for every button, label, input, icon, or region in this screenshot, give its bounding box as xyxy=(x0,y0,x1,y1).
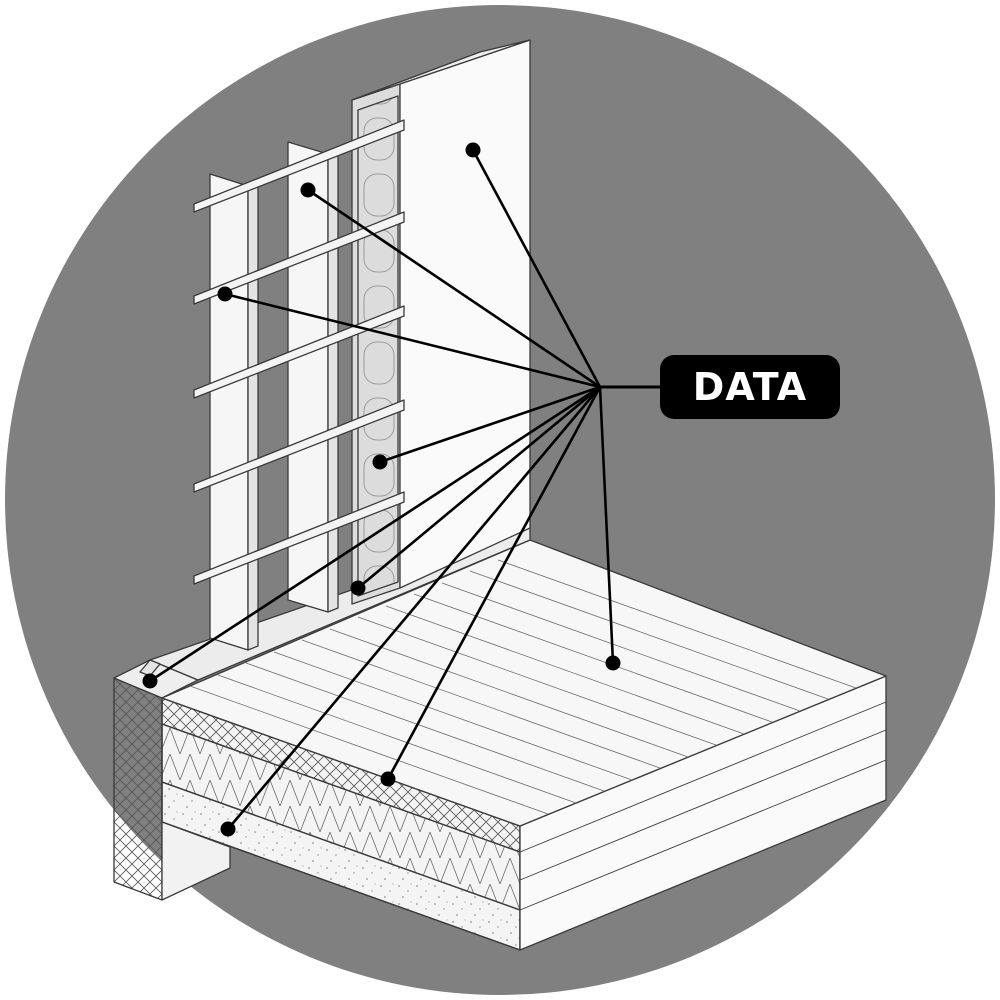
callout-leaders xyxy=(149,149,615,830)
callout-furring-strip-marker xyxy=(217,286,233,302)
callout-stud-marker xyxy=(300,182,316,198)
deck-board-lines xyxy=(189,559,857,815)
construction-assembly xyxy=(113,39,887,951)
data-label-text: DATA xyxy=(692,365,808,409)
callout-membrane-layer-leader xyxy=(386,386,602,780)
callout-sill-edge-leader xyxy=(149,385,601,683)
insulation-core xyxy=(357,95,399,597)
furring-strips xyxy=(193,119,405,585)
callout-slab-base-leader xyxy=(227,386,601,830)
callout-stud-leader xyxy=(307,188,601,389)
callout-sill-edge-marker xyxy=(142,673,158,689)
footing-front xyxy=(161,821,231,901)
foundation-wall xyxy=(113,677,163,901)
floor-deck-surface xyxy=(161,539,887,827)
callout-markers xyxy=(142,142,621,837)
data-label-badge: DATA xyxy=(660,355,840,419)
callout-insulation-core-marker xyxy=(372,454,388,470)
wall-panel-top xyxy=(351,39,531,101)
callout-floor-decking-marker xyxy=(605,655,621,671)
callout-wall-board-face-marker xyxy=(465,142,481,158)
callout-insulation-core-leader xyxy=(379,385,601,464)
callout-wall-board-face-leader xyxy=(471,149,602,388)
stud-front xyxy=(209,173,249,651)
callout-floor-decking-leader xyxy=(598,386,615,664)
callout-furring-strip-leader xyxy=(224,292,601,389)
slab-right-face-lines xyxy=(519,701,887,911)
callout-bottom-plate-leader xyxy=(357,385,601,590)
callout-membrane-layer-marker xyxy=(380,771,396,787)
callout-bottom-plate-marker xyxy=(350,580,366,596)
stud-middle-side xyxy=(327,149,339,613)
callout-slab-base-marker xyxy=(220,821,236,837)
stud-front-side xyxy=(247,181,259,651)
